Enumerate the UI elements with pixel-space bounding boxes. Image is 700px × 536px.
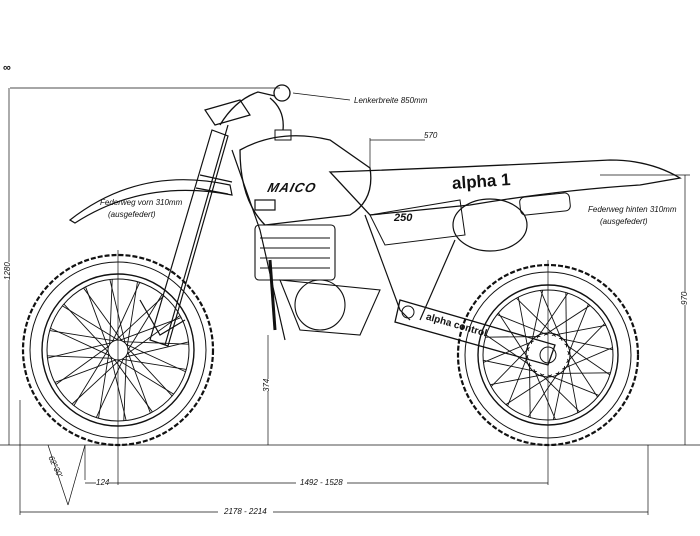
- spoke: [110, 356, 127, 421]
- spoke: [119, 317, 182, 341]
- spoke: [50, 327, 110, 356]
- spoke: [543, 305, 591, 336]
- spoke: [552, 366, 566, 420]
- spoke: [49, 330, 115, 342]
- spoke: [126, 344, 186, 373]
- spoke: [109, 279, 113, 345]
- trail-label: 124: [96, 478, 110, 487]
- spoke: [567, 303, 589, 356]
- rear-wheel: [456, 263, 640, 447]
- spoke: [485, 334, 532, 367]
- ground-clearance-label: 374: [262, 378, 271, 392]
- spoke: [123, 341, 189, 345]
- spoke: [485, 336, 541, 338]
- front-travel-note: (ausgefedert): [108, 210, 156, 219]
- spoke: [483, 359, 537, 373]
- spoke: [490, 347, 530, 387]
- overall-length-label: 2178 - 2214: [218, 507, 273, 516]
- spoke: [566, 323, 606, 363]
- front-fender: [68, 179, 233, 224]
- spoke: [559, 337, 613, 351]
- spoke: [83, 287, 123, 342]
- front-wheel: [21, 253, 215, 447]
- spoke: [567, 350, 598, 398]
- seat-height-label: 970: [680, 291, 689, 305]
- swingarm: [394, 299, 556, 366]
- spoke: [123, 355, 127, 421]
- frame: [231, 149, 456, 341]
- spoke: [565, 292, 567, 348]
- spoke: [567, 358, 579, 413]
- rear-travel-note: (ausgefedert): [600, 217, 648, 226]
- spoke: [536, 292, 569, 339]
- spoke: [547, 374, 600, 396]
- handlebar: [219, 84, 291, 131]
- spoke: [551, 324, 606, 336]
- side-panel: [369, 199, 466, 246]
- spoke: [127, 294, 163, 351]
- spoke: [516, 297, 556, 337]
- spoke: [115, 295, 165, 341]
- seat-length-label: 570: [424, 131, 438, 140]
- spoke: [555, 372, 611, 374]
- wheelbase-label: 1492 - 1528: [296, 478, 347, 487]
- fuel-tank: [239, 135, 372, 226]
- front-travel-label: Federweg vorn 310mm: [100, 198, 183, 207]
- spoke: [540, 373, 580, 413]
- spoke: [121, 358, 187, 370]
- corner-mark: ∞: [3, 62, 11, 74]
- spoke: [505, 374, 553, 405]
- spoke: [62, 305, 119, 341]
- spoke: [95, 358, 124, 418]
- spoke: [498, 312, 529, 360]
- spoke: [490, 374, 545, 386]
- spoke: [47, 355, 113, 359]
- tank-logo: MAICO: [265, 180, 319, 195]
- spoke: [54, 359, 117, 383]
- overall-height-label: 1280: [3, 262, 12, 280]
- spoke: [540, 290, 563, 342]
- spoke: [561, 347, 613, 370]
- spoke: [127, 347, 173, 397]
- front-fork: [139, 99, 251, 347]
- seat: [328, 159, 682, 216]
- spoke: [496, 314, 549, 336]
- exhaust-silencer: [519, 192, 571, 216]
- rear-travel-label: Federweg hinten 310mm: [588, 205, 677, 214]
- fuel-cap: [274, 129, 292, 141]
- spoke: [55, 345, 110, 385]
- spoke: [126, 281, 138, 347]
- spoke: [507, 354, 529, 407]
- spoke: [517, 297, 529, 352]
- side-panel-number: 250: [394, 212, 413, 224]
- handlebar-width-label: Lenkerbreite 850mm: [354, 96, 428, 105]
- spoke: [85, 286, 109, 349]
- seat-logo: alpha 1: [451, 169, 512, 194]
- number-plate: [452, 198, 528, 252]
- spoke: [529, 362, 531, 418]
- spoke: [527, 371, 560, 418]
- spoke: [47, 342, 112, 359]
- spoke: [483, 340, 535, 363]
- spoke: [117, 359, 174, 395]
- dimension-lines: [0, 87, 700, 515]
- spoke: [113, 358, 153, 413]
- spoke: [112, 282, 141, 342]
- spoke: [127, 351, 151, 414]
- spoke: [530, 290, 544, 344]
- spoke: [124, 341, 189, 358]
- spoke: [564, 343, 611, 376]
- spoke: [63, 303, 109, 353]
- spoke: [98, 353, 110, 419]
- spoke: [533, 368, 556, 420]
- spoke: [71, 359, 121, 405]
- spoke: [73, 349, 109, 406]
- spoke: [109, 279, 126, 344]
- engine: [254, 224, 381, 336]
